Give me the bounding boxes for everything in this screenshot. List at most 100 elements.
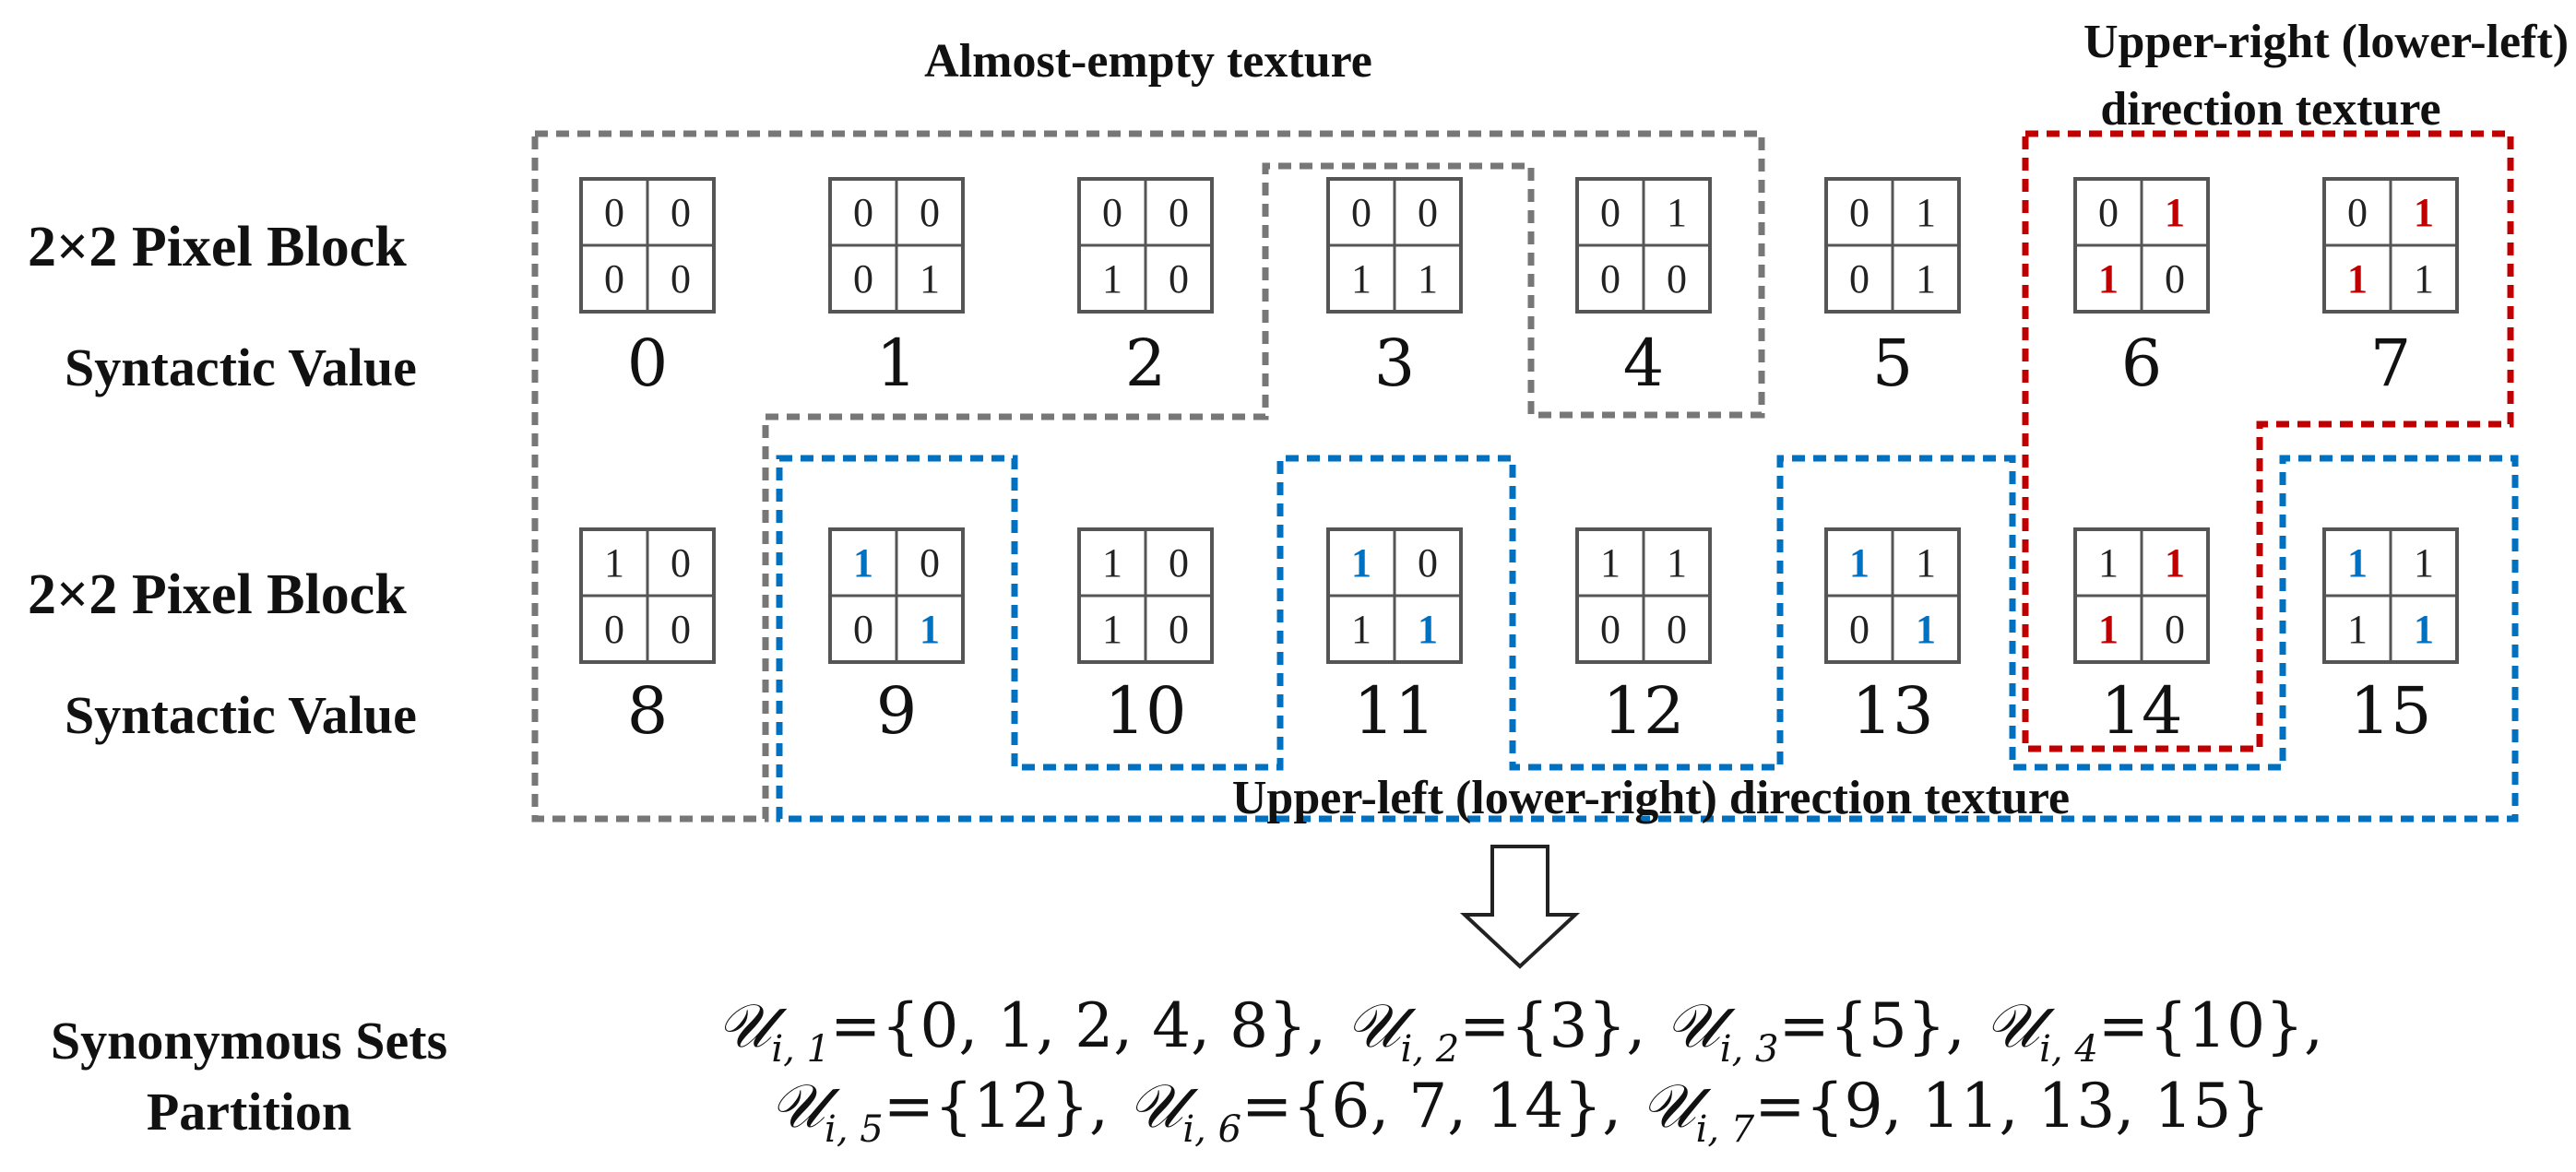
pixel-cell-value: 0 [1600,190,1620,235]
pixel-cell-value: 1 [1916,256,1936,302]
pixel-cell-value: 1 [1849,540,1870,586]
row2-pixel-block-label: 2×2 Pixel Block [28,563,407,626]
pixel-cell-value: 1 [1102,607,1122,652]
syntactic-value-label: 14 [2100,673,2182,749]
pixel-cell-value: 0 [853,256,873,302]
pixel-cell-value: 0 [1102,190,1122,235]
syntactic-value-label: 12 [1602,673,1684,749]
pixel-cell-value: 1 [920,256,940,302]
set-subscript: i, 7 [1696,1108,1755,1151]
pixel-cell-value: 0 [2165,256,2185,302]
set-subscript: i, 2 [1400,1028,1459,1071]
pixel-cell-value: 0 [2347,190,2368,235]
pixel-cell-value: 0 [1849,607,1870,652]
pixel-cell-value: 0 [2165,607,2185,652]
set-members: ={10}, [2098,990,2323,1061]
pixel-cell-value: 1 [853,540,873,586]
set-members: ={0, 1, 2, 4, 8}, [830,990,1346,1061]
pixel-cell-value: 1 [1916,540,1936,586]
pixel-cell-value: 1 [1351,256,1371,302]
pixel-cell-value: 0 [2098,190,2119,235]
set-members: ={6, 7, 14}, [1241,1071,1641,1142]
pixel-cell-value: 0 [1849,190,1870,235]
set-subscript: i, 3 [1720,1028,1779,1071]
pixel-cell-value: 0 [1169,540,1189,586]
syntactic-value-label: 0 [627,326,669,401]
syntactic-value-label: 3 [1374,326,1416,401]
pixel-cell-value: 1 [1667,540,1687,586]
pixel-cell-value: 1 [2165,540,2185,586]
pixel-cell-value: 0 [1600,256,1620,302]
set-members: ={12}, [884,1071,1128,1142]
pixel-cell-value: 1 [1916,607,1936,652]
pixel-cell-value: 0 [920,190,940,235]
pixel-cell-value: 1 [2414,256,2434,302]
synonymous-sets-label: Synonymous Sets [51,1011,447,1071]
pixel-cell-value: 0 [604,190,624,235]
pixel-cell-value: 1 [1418,256,1438,302]
pixel-cell-value: 0 [853,607,873,652]
row2-syntactic-value-label: Syntactic Value [65,685,417,745]
almost-empty-texture-title: Almost-empty texture [924,35,1372,88]
syntactic-value-label: 5 [1872,326,1914,401]
upper-right-texture-title-line1: Upper-right (lower-left) [2083,16,2569,68]
pixel-cell-value: 1 [2347,607,2368,652]
upper-right-direction-region-outline [2022,130,2514,752]
pixel-cell-value: 0 [1667,256,1687,302]
synonymous-sets-line-2: 𝒰i, 5={12}, 𝒰i, 6={6, 7, 14}, 𝒰i, 7={9, … [770,1071,2271,1151]
syntactic-value-label: 10 [1104,673,1186,749]
pixel-cell-value: 0 [1849,256,1870,302]
pixel-cell-value: 0 [1169,607,1189,652]
syntactic-value-label: 15 [2349,673,2431,749]
pixel-cell-value: 1 [1351,540,1371,586]
pixel-cell-value: 0 [1169,190,1189,235]
syntactic-value-label: 8 [627,673,669,749]
pixel-cell-value: 0 [671,607,691,652]
pixel-cell-value: 1 [604,540,624,586]
set-members: ={9, 11, 13, 15} [1754,1071,2270,1142]
set-members: ={5}, [1778,990,1984,1061]
set-subscript: i, 1 [771,1028,830,1071]
pixel-cell-value: 0 [604,256,624,302]
upper-left-direction-region-outline [776,455,2519,823]
pixel-cell-value: 1 [2098,607,2119,652]
syntactic-value-label: 4 [1623,326,1665,401]
set-members: ={3}, [1459,990,1665,1061]
set-subscript: i, 6 [1182,1108,1241,1151]
down-arrow-icon [1459,845,1581,969]
syntactic-value-label: 7 [2370,326,2412,401]
synonymous-sets-line-1: 𝒰i, 1={0, 1, 2, 4, 8}, 𝒰i, 2={3}, 𝒰i, 3=… [717,990,2323,1071]
pixel-cell-value: 1 [2347,540,2368,586]
syntactic-value-label: 9 [876,673,918,749]
upper-right-texture-title-line2: direction texture [2100,83,2440,136]
pixel-cell-value: 0 [671,256,691,302]
pixel-cell-value: 1 [1600,540,1620,586]
pixel-cell-value: 0 [1418,540,1438,586]
almost-empty-region-outline [531,130,1765,823]
set-subscript: i, 4 [2039,1028,2098,1071]
syntactic-value-label: 1 [876,326,918,401]
syntactic-value-label: 2 [1125,326,1167,401]
row1-syntactic-value-label: Syntactic Value [65,337,417,397]
syntactic-value-label: 6 [2121,326,2163,401]
pixel-cell-value: 0 [1600,607,1620,652]
pixel-cell-value: 1 [2347,256,2368,302]
pixel-cell-value: 0 [1351,190,1371,235]
pixel-cell-value: 1 [920,607,940,652]
